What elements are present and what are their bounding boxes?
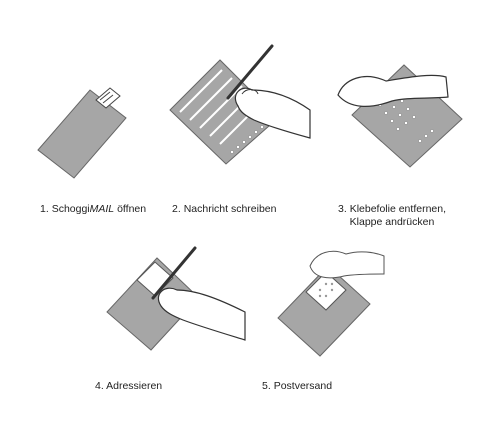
step-3-text-line-2: Klappe andrücken [349,216,435,228]
step-1-text-before: Schoggi [51,203,90,215]
adhesive-film-graphic [337,64,463,168]
step-4-illustration [95,240,255,360]
step-4-text: Adressieren [106,380,163,392]
step-4-number: 4. [95,380,104,392]
step-1-text-italic: MAIL [89,203,115,215]
step-3-illustration [330,55,490,175]
closed-card-graphic [37,87,127,179]
step-1-illustration [30,80,130,180]
step-2-illustration [160,40,320,170]
step-3-caption: 3. Klebefolie entfernen, Klappe andrücke… [338,203,446,229]
step-3-caption-line-1: 3. Klebefolie entfernen, [338,203,446,216]
step-5-text: Postversand [273,380,333,392]
step-3-text-line-1: Klebefolie entfernen, [349,203,447,215]
step-2-text: Nachricht schreiben [183,203,277,215]
step-5-caption: 5. Postversand [262,380,332,393]
step-5-illustration [270,240,390,360]
step-2-caption: 2. Nachricht schreiben [172,203,276,216]
step-1-number: 1. [40,203,49,215]
addressing-graphic [106,246,246,351]
mailing-graphic [277,250,385,357]
step-1-caption: 1. SchoggiMAIL öffnen [40,203,146,216]
step-5-number: 5. [262,380,271,392]
step-2-number: 2. [172,203,181,215]
step-4-caption: 4. Adressieren [95,380,162,393]
step-1-text-after: öffnen [117,203,147,215]
open-card-writing-graphic [169,44,311,165]
step-3-number: 3. [338,203,347,215]
